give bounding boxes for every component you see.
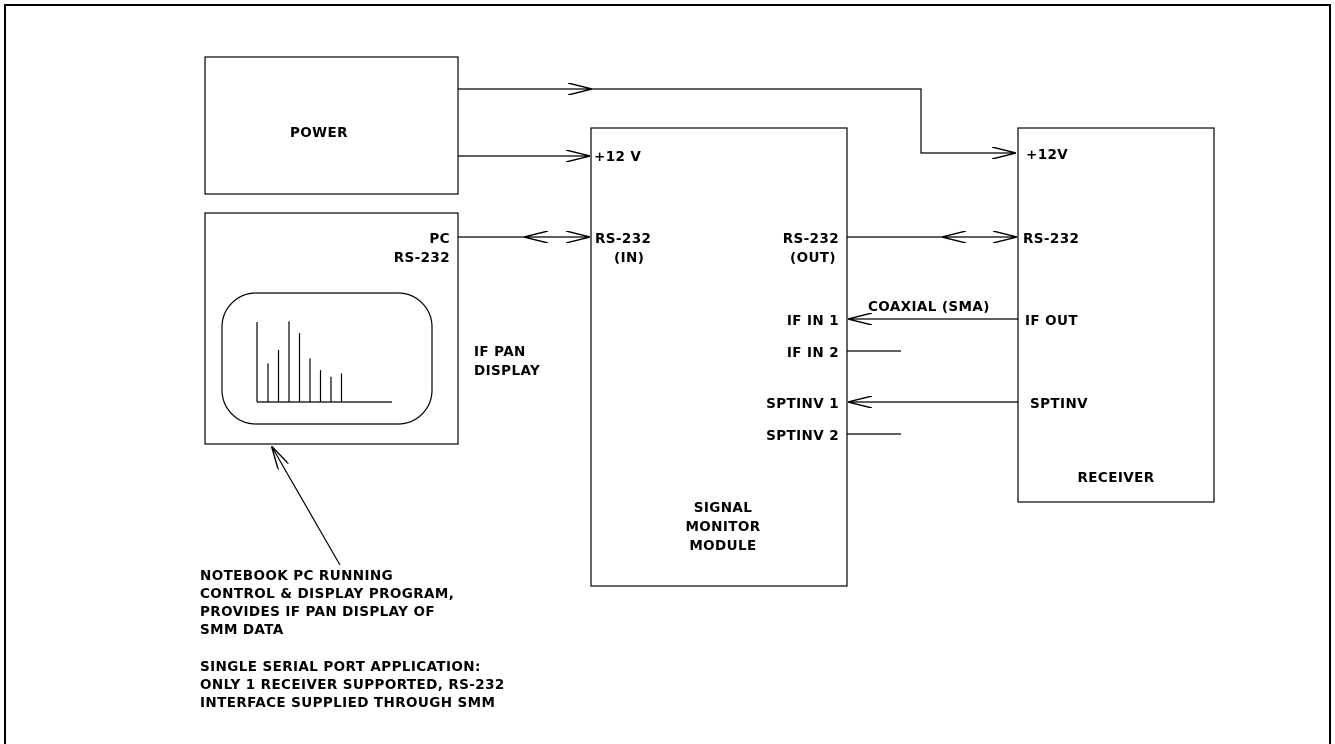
note-line: INTERFACE SUPPLIED THROUGH SMM xyxy=(200,695,495,711)
receiver-block xyxy=(1017,127,1215,503)
notebook-note: NOTEBOOK PC RUNNING CONTROL & DISPLAY PR… xyxy=(200,568,454,638)
smm-power-port: +12 V xyxy=(594,149,641,165)
spectrum-plot xyxy=(256,321,392,403)
smm-rs232-in-sub: (IN) xyxy=(614,250,644,266)
note-line: SINGLE SERIAL PORT APPLICATION: xyxy=(200,659,481,675)
serial-note: SINGLE SERIAL PORT APPLICATION: ONLY 1 R… xyxy=(200,659,505,711)
rx-sptinv-port: SPTINV xyxy=(1030,396,1088,412)
power-block xyxy=(204,56,459,195)
smm-if-in-2-port: IF IN 2 xyxy=(787,345,839,361)
if-pan-display-label: DISPLAY xyxy=(474,363,540,379)
receiver-label: RECEIVER xyxy=(1077,470,1154,486)
rx-if-out-port: IF OUT xyxy=(1025,313,1078,329)
smm-title-1: SIGNAL xyxy=(694,500,753,516)
rx-rs232-port: RS-232 xyxy=(1023,231,1079,247)
note-line: PROVIDES IF PAN DISPLAY OF xyxy=(200,604,435,620)
smm-sptinv-2-port: SPTINV 2 xyxy=(766,428,839,444)
pc-label: PC xyxy=(429,231,450,247)
smm-title-3: MODULE xyxy=(689,538,756,554)
smm-if-in-1-port: IF IN 1 xyxy=(787,313,839,329)
coaxial-label: COAXIAL (SMA) xyxy=(868,299,990,315)
smm-title-2: MONITOR xyxy=(685,519,760,535)
smm-block xyxy=(590,127,848,587)
note-line: SMM DATA xyxy=(200,622,284,638)
power-label: POWER xyxy=(290,125,348,141)
if-pan-screen xyxy=(221,292,433,425)
notebook-pc-block xyxy=(204,212,459,445)
smm-rs232-out-label: RS-232 xyxy=(783,231,839,247)
drawing-frame xyxy=(4,4,1331,744)
power-to-receiver-arrow xyxy=(591,88,1015,153)
notebook-callout-arrow xyxy=(272,447,341,566)
smm-rs232-in-label: RS-232 xyxy=(595,231,651,247)
rx-power-port: +12V xyxy=(1026,147,1068,163)
note-line: ONLY 1 RECEIVER SUPPORTED, RS-232 xyxy=(200,677,505,693)
smm-sptinv-1-port: SPTINV 1 xyxy=(766,396,839,412)
note-line: NOTEBOOK PC RUNNING xyxy=(200,568,393,584)
smm-rs232-out-sub: (OUT) xyxy=(790,250,836,266)
if-pan-label: IF PAN xyxy=(474,344,526,360)
pc-rs232-label: RS-232 xyxy=(394,250,450,266)
note-line: CONTROL & DISPLAY PROGRAM, xyxy=(200,586,454,602)
